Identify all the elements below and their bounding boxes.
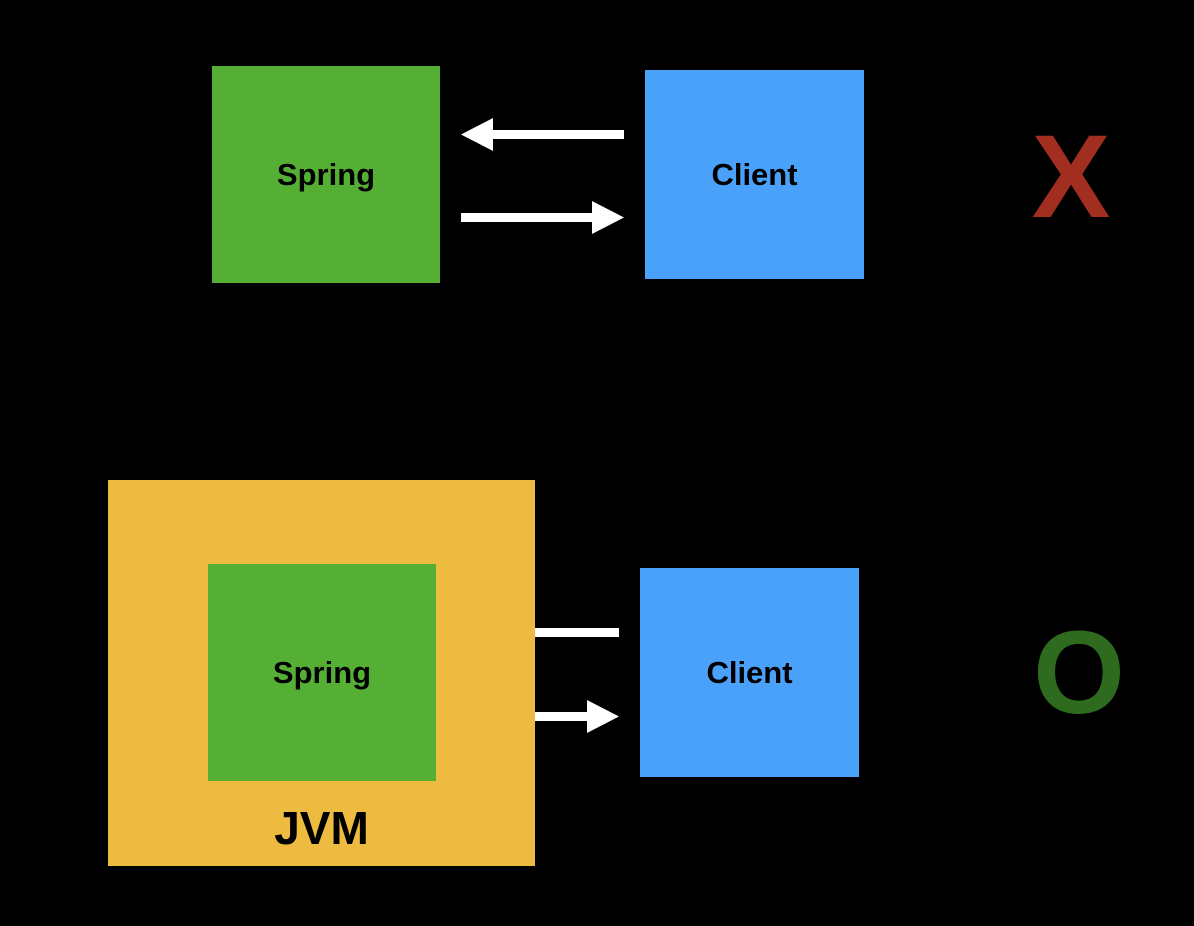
top-verdict-x-mark: X	[1031, 111, 1111, 243]
bottom-arrow-right	[535, 700, 619, 733]
top-arrow-right	[461, 201, 624, 234]
top-client-box: Client	[645, 70, 864, 279]
bottom-spring-box: Spring	[208, 564, 436, 781]
bottom-spring-label: Spring	[272, 654, 372, 690]
jvm-label: JVM	[274, 802, 369, 854]
bottom-client-label: Client	[706, 654, 793, 690]
bottom-blocked-line	[535, 628, 619, 637]
top-spring-label: Spring	[276, 156, 376, 192]
top-spring-box: Spring	[212, 66, 440, 283]
top-client-label: Client	[711, 156, 798, 192]
bottom-client-box: Client	[640, 568, 859, 777]
jvm-box: Spring JVM	[108, 480, 535, 866]
bottom-verdict-o-mark: O	[1033, 607, 1125, 739]
top-arrow-left	[461, 118, 624, 151]
